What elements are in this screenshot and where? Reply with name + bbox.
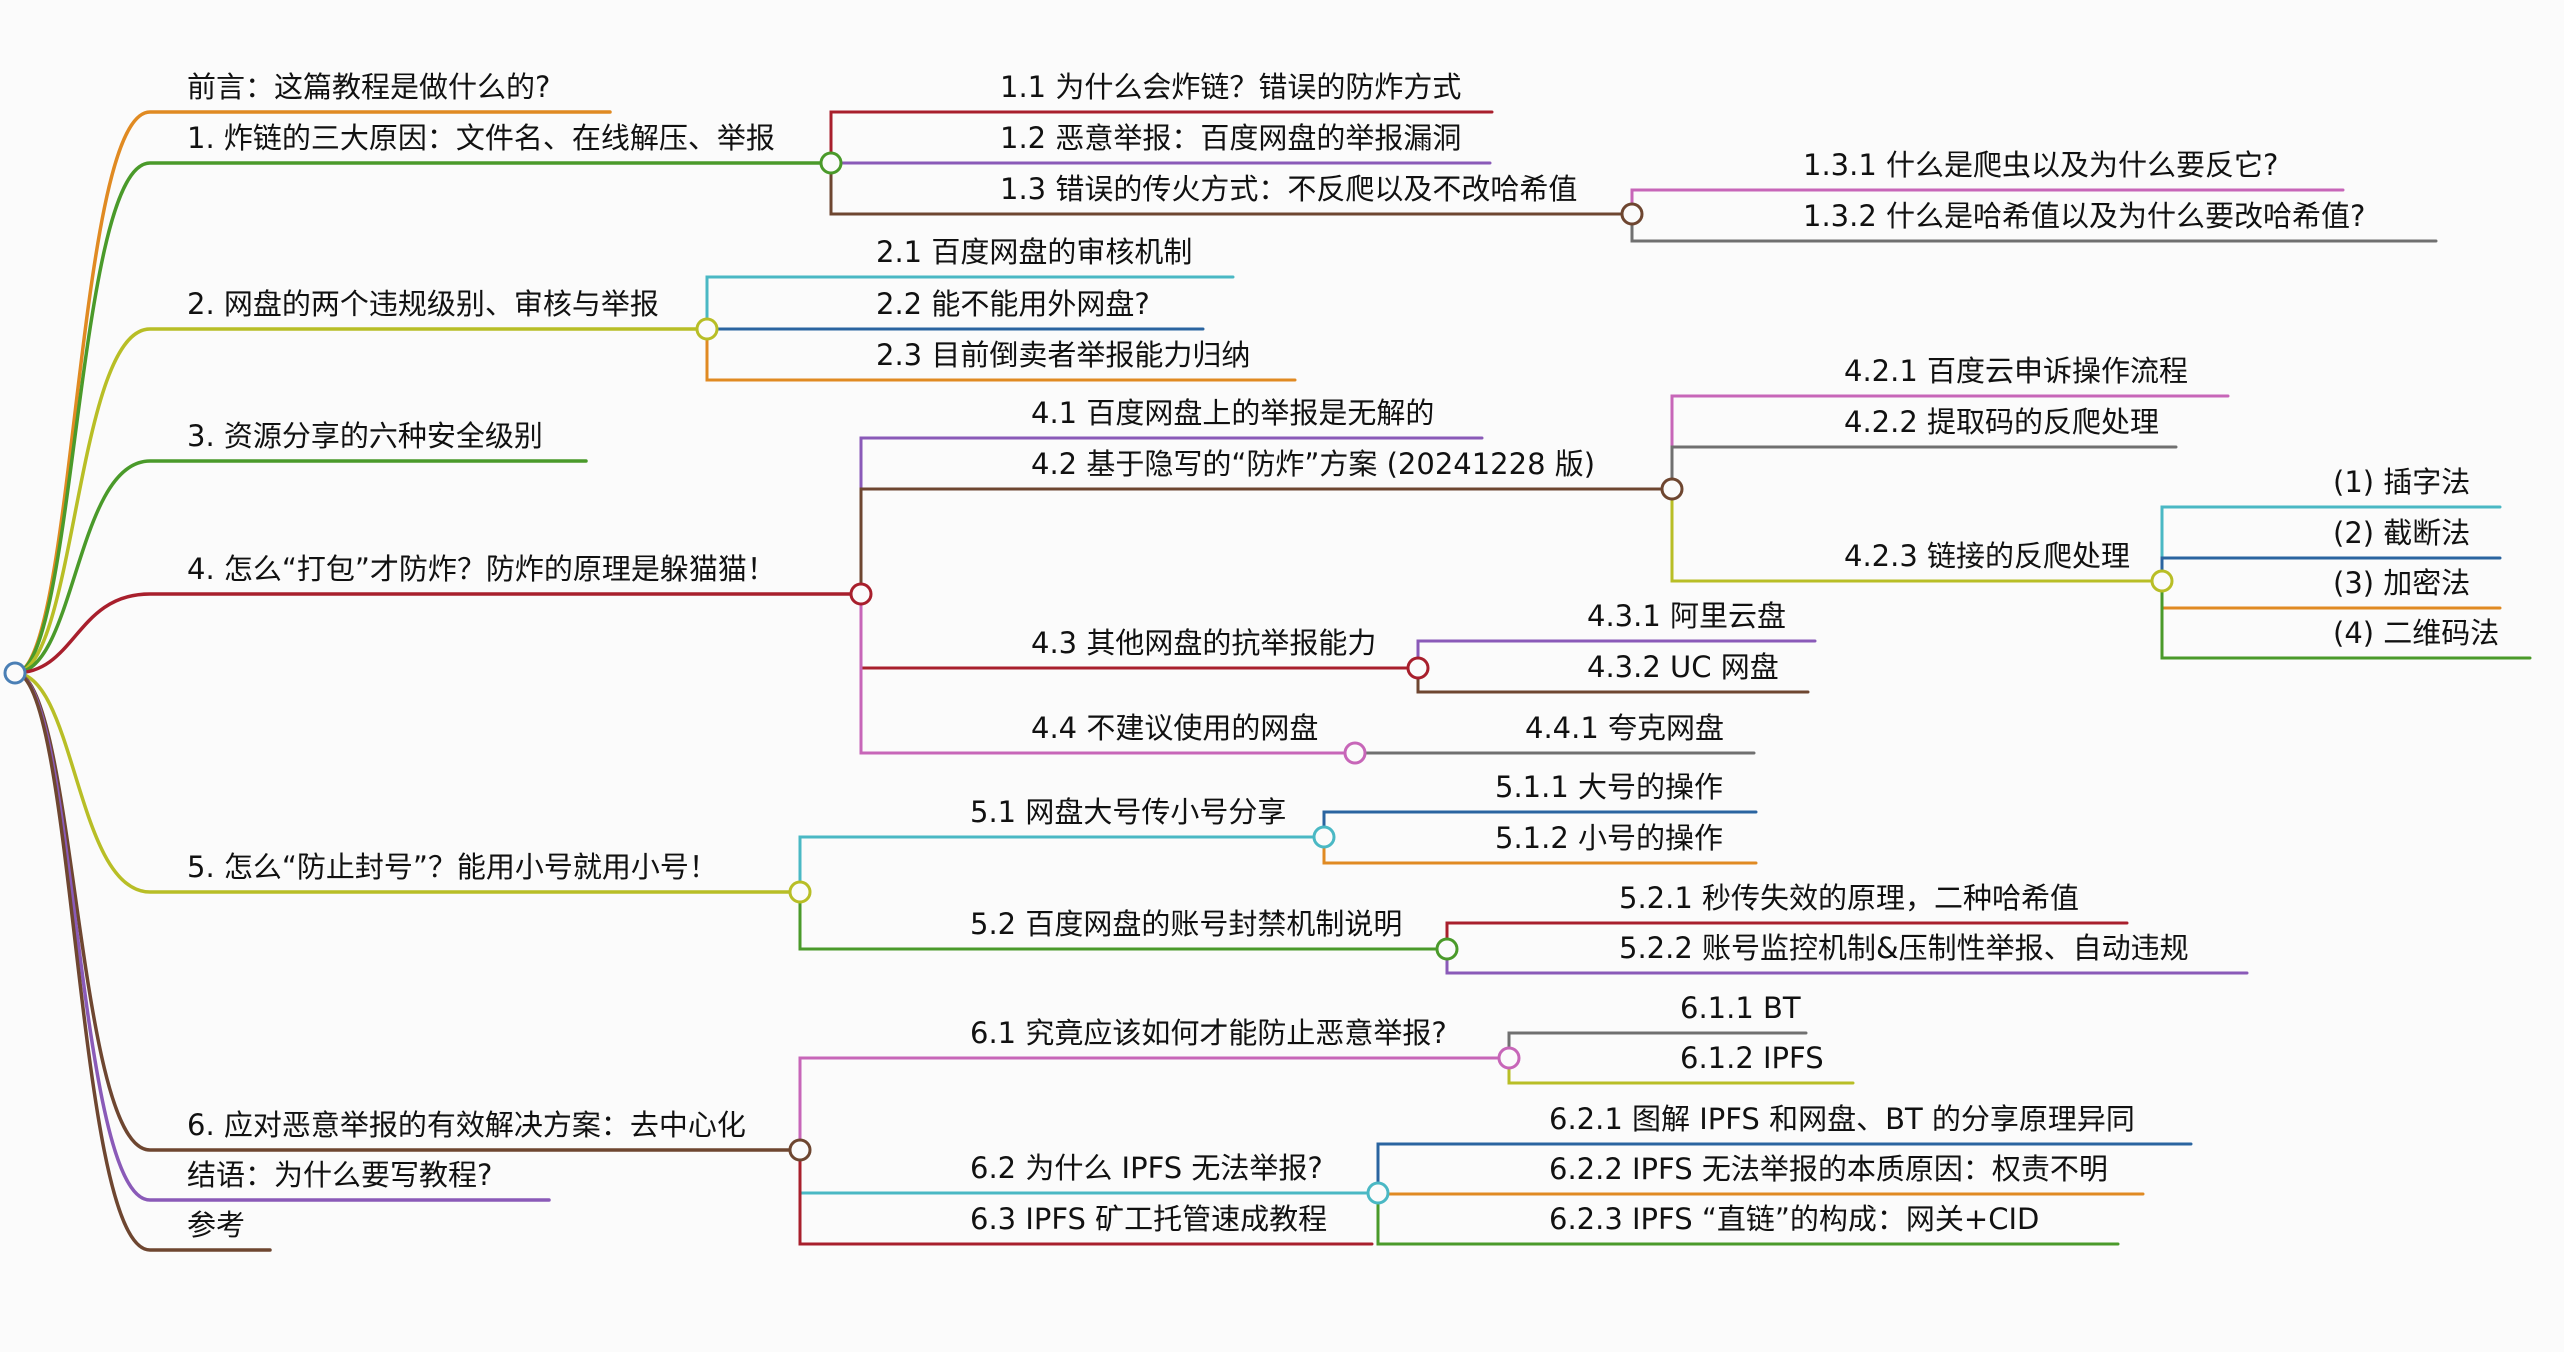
node-n4_2_3_2[interactable]: (2) 截断法 xyxy=(2333,516,2470,550)
node-n4_2[interactable]: 4.2 基于隐写的“防炸”方案 (20241228 版) xyxy=(1031,447,1595,481)
link-n1 xyxy=(13,161,833,675)
link-n4_2 xyxy=(859,487,1674,596)
node-n4_2_3[interactable]: 4.2.3 链接的反爬处理 xyxy=(1844,539,2130,573)
link-n8 xyxy=(13,671,272,1252)
node-n4_3_2[interactable]: 4.3.2 UC 网盘 xyxy=(1587,650,1779,684)
node-n5_2_2[interactable]: 5.2.2 账号监控机制&压制性举报、自动违规 xyxy=(1619,931,2189,965)
node-n4_2_3_3[interactable]: (3) 加密法 xyxy=(2333,566,2470,600)
node-n6[interactable]: 6. 应对恶意举报的有效解决方案：去中心化 xyxy=(187,1108,746,1142)
node-n1_3_1[interactable]: 1.3.1 什么是爬虫以及为什么要反它? xyxy=(1803,148,2278,182)
node-n4_1[interactable]: 4.1 百度网盘上的举报是无解的 xyxy=(1031,396,1434,430)
link-n3 xyxy=(13,459,588,675)
node-n5[interactable]: 5. 怎么“防止封号”？能用小号就用小号！ xyxy=(187,850,718,884)
collapse-toggle-n1_3[interactable] xyxy=(1620,202,1644,226)
node-n6_2_1[interactable]: 6.2.1 图解 IPFS 和网盘、BT 的分享原理异同 xyxy=(1549,1102,2135,1136)
link-n4_2_2 xyxy=(1670,445,2178,491)
collapse-toggle-n2[interactable] xyxy=(695,317,719,341)
node-n6_2_2[interactable]: 6.2.2 IPFS 无法举报的本质原因：权责不明 xyxy=(1549,1152,2108,1186)
node-n4_4_1[interactable]: 4.4.1 夸克网盘 xyxy=(1525,711,1724,745)
node-n4_2_3_1[interactable]: (1) 插字法 xyxy=(2333,465,2470,499)
collapse-toggle-n4_4[interactable] xyxy=(1343,741,1367,765)
mind-map-links xyxy=(13,110,2532,1252)
mind-map-labels: 前言：这篇教程是做什么的? 1. 炸链的三大原因：文件名、在线解压、举报 1.1… xyxy=(187,70,2499,1242)
link-n5 xyxy=(13,671,802,894)
node-n5_2[interactable]: 5.2 百度网盘的账号封禁机制说明 xyxy=(970,907,1402,941)
node-n3[interactable]: 3. 资源分享的六种安全级别 xyxy=(187,419,543,453)
node-n6_3[interactable]: 6.3 IPFS 矿工托管速成教程 xyxy=(970,1202,1327,1236)
node-n1_1[interactable]: 1.1 为什么会炸链？错误的防炸方式 xyxy=(1000,70,1461,104)
node-n1_3_2[interactable]: 1.3.2 什么是哈希值以及为什么要改哈希值? xyxy=(1803,199,2365,233)
link-n5_1 xyxy=(798,835,1326,894)
collapse-toggle-n6[interactable] xyxy=(788,1138,812,1162)
node-n2_1[interactable]: 2.1 百度网盘的审核机制 xyxy=(876,235,1192,269)
collapse-toggle-n4_2[interactable] xyxy=(1660,477,1684,501)
node-n1[interactable]: 1. 炸链的三大原因：文件名、在线解压、举报 xyxy=(187,121,775,155)
node-n6_1_1[interactable]: 6.1.1 BT xyxy=(1680,991,1801,1025)
node-n4_2_1[interactable]: 4.2.1 百度云申诉操作流程 xyxy=(1844,354,2188,388)
node-n2[interactable]: 2. 网盘的两个违规级别、审核与举报 xyxy=(187,287,659,321)
node-n1_2[interactable]: 1.2 恶意举报：百度网盘的举报漏洞 xyxy=(1000,121,1461,155)
node-n4_2_3_4[interactable]: (4) 二维码法 xyxy=(2333,616,2499,650)
collapse-toggle-n1[interactable] xyxy=(819,151,843,175)
collapse-toggle-n5_1[interactable] xyxy=(1312,825,1336,849)
collapse-toggle-n5_2[interactable] xyxy=(1435,937,1459,961)
node-n6_1_2[interactable]: 6.1.2 IPFS xyxy=(1680,1041,1824,1075)
node-n1_3[interactable]: 1.3 错误的传火方式：不反爬以及不改哈希值 xyxy=(1000,172,1577,206)
node-n6_2_3[interactable]: 6.2.3 IPFS “直链”的构成：网关+CID xyxy=(1549,1202,2039,1236)
link-n6_1 xyxy=(798,1056,1511,1152)
node-n2_2[interactable]: 2.2 能不能用外网盘? xyxy=(876,287,1150,321)
link-n2 xyxy=(13,327,709,675)
link-n4 xyxy=(13,592,863,675)
node-n0[interactable]: 前言：这篇教程是做什么的? xyxy=(187,70,550,104)
node-n4[interactable]: 4. 怎么“打包”才防炸？防炸的原理是躲猫猫！ xyxy=(187,552,776,586)
node-n4_2_2[interactable]: 4.2.2 提取码的反爬处理 xyxy=(1844,405,2159,439)
node-n4_3_1[interactable]: 4.3.1 阿里云盘 xyxy=(1587,599,1786,633)
link-n6_2_2 xyxy=(1376,1191,2145,1196)
node-n8[interactable]: 参考 xyxy=(187,1208,245,1242)
node-n4_3[interactable]: 4.3 其他网盘的抗举报能力 xyxy=(1031,626,1376,660)
collapse-toggle-n5[interactable] xyxy=(788,880,812,904)
node-n6_2[interactable]: 6.2 为什么 IPFS 无法举报? xyxy=(970,1151,1323,1185)
node-n2_3[interactable]: 2.3 目前倒卖者举报能力归纳 xyxy=(876,338,1250,372)
node-n5_2_1[interactable]: 5.2.1 秒传失效的原理，二种哈希值 xyxy=(1619,881,2079,915)
node-n6_1[interactable]: 6.1 究竟应该如何才能防止恶意举报? xyxy=(970,1016,1447,1050)
node-n5_1_2[interactable]: 5.1.2 小号的操作 xyxy=(1495,821,1723,855)
collapse-toggle-n4_3[interactable] xyxy=(1406,656,1430,680)
node-n4_4[interactable]: 4.4 不建议使用的网盘 xyxy=(1031,711,1318,745)
node-n5_1_1[interactable]: 5.1.1 大号的操作 xyxy=(1495,770,1723,804)
node-n5_1[interactable]: 5.1 网盘大号传小号分享 xyxy=(970,795,1286,829)
collapse-toggle-n4_2_3[interactable] xyxy=(2150,569,2174,593)
node-n7[interactable]: 结语：为什么要写教程? xyxy=(187,1158,492,1192)
root-node[interactable] xyxy=(3,661,27,685)
collapse-toggle-n6_2[interactable] xyxy=(1366,1181,1390,1205)
mind-map-knobs xyxy=(3,151,2174,1205)
collapse-toggle-n6_1[interactable] xyxy=(1497,1046,1521,1070)
link-n6 xyxy=(13,671,802,1152)
collapse-toggle-n4[interactable] xyxy=(849,582,873,606)
